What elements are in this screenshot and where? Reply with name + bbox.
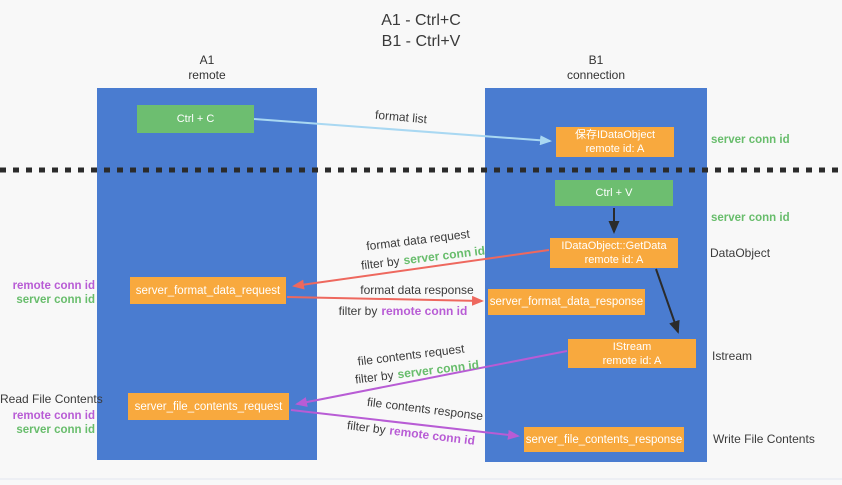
node-istream-line1: IStream — [612, 340, 652, 353]
node-server-file-contents-response: server_file_contents_response — [524, 427, 684, 452]
node-save-idataobject-line2: remote id: A — [585, 143, 645, 155]
node-server-format-data-request: server_format_data_request — [130, 277, 286, 304]
label-remote-conn-id-2: remote conn id — [12, 410, 95, 422]
node-server-file-contents-response-label: server_file_contents_response — [525, 433, 683, 446]
filter-by-text: filter by — [360, 253, 401, 273]
column-a1-role: remote — [188, 68, 226, 82]
node-save-idataobject-line1: 保存IDataObject — [574, 129, 656, 141]
node-ctrl-v-label: Ctrl + V — [595, 187, 633, 199]
node-server-format-data-request-label: server_format_data_request — [135, 284, 281, 297]
label-server-conn-id-top: server conn id — [711, 134, 790, 146]
filter-by-text: filter by — [338, 304, 378, 318]
label-remote-conn-id-1: remote conn id — [12, 280, 95, 292]
node-ctrl-v: Ctrl + V — [555, 180, 673, 206]
node-ctrl-c: Ctrl + C — [137, 105, 254, 133]
column-b1-header: B1 connection — [485, 53, 707, 83]
label-server-conn-id-mid: server conn id — [711, 212, 790, 224]
label-dataobject: DataObject — [710, 246, 771, 260]
label-server-conn-id-1: server conn id — [16, 294, 95, 306]
label-server-conn-id-2: server conn id — [16, 424, 95, 436]
label-write-file-contents: Write File Contents — [713, 432, 815, 446]
filter-by-text: filter by — [346, 418, 387, 437]
node-server-format-data-response: server_format_data_response — [488, 289, 645, 315]
node-server-file-contents-request: server_file_contents_request — [128, 393, 289, 420]
diagram-title: A1 - Ctrl+C B1 - Ctrl+V — [0, 10, 842, 52]
node-istream-line2: remote id: A — [602, 354, 662, 367]
remote-conn-id-text: remote conn id — [388, 423, 476, 448]
column-a1-name: A1 — [199, 53, 215, 67]
label-istream: Istream — [712, 349, 753, 363]
column-a1-header: A1 remote — [97, 53, 317, 83]
node-server-format-data-response-label: server_format_data_response — [489, 296, 644, 308]
node-getdata-line2: remote id: A — [584, 254, 644, 266]
title-line-ctrl-c: A1 - Ctrl+C — [381, 12, 461, 29]
node-ctrl-c-label: Ctrl + C — [176, 113, 215, 125]
title-line-ctrl-v: B1 - Ctrl+V — [381, 33, 461, 50]
node-save-idataobject: 保存IDataObject remote id: A — [556, 127, 674, 157]
label-file-contents-response: file contents response — [366, 394, 484, 424]
label-read-file-contents: Read File Contents — [0, 392, 103, 406]
node-server-file-contents-request-label: server_file_contents_request — [134, 400, 283, 413]
filter-by-text: filter by — [354, 367, 395, 387]
node-getdata-line1: IDataObject::GetData — [561, 240, 667, 252]
column-b1-role: connection — [566, 68, 626, 82]
column-b1-name: B1 — [588, 53, 604, 67]
label-format-data-response: format data response — [360, 283, 474, 297]
remote-conn-id-text: remote conn id — [381, 304, 468, 318]
label-format-list: format list — [374, 107, 428, 127]
